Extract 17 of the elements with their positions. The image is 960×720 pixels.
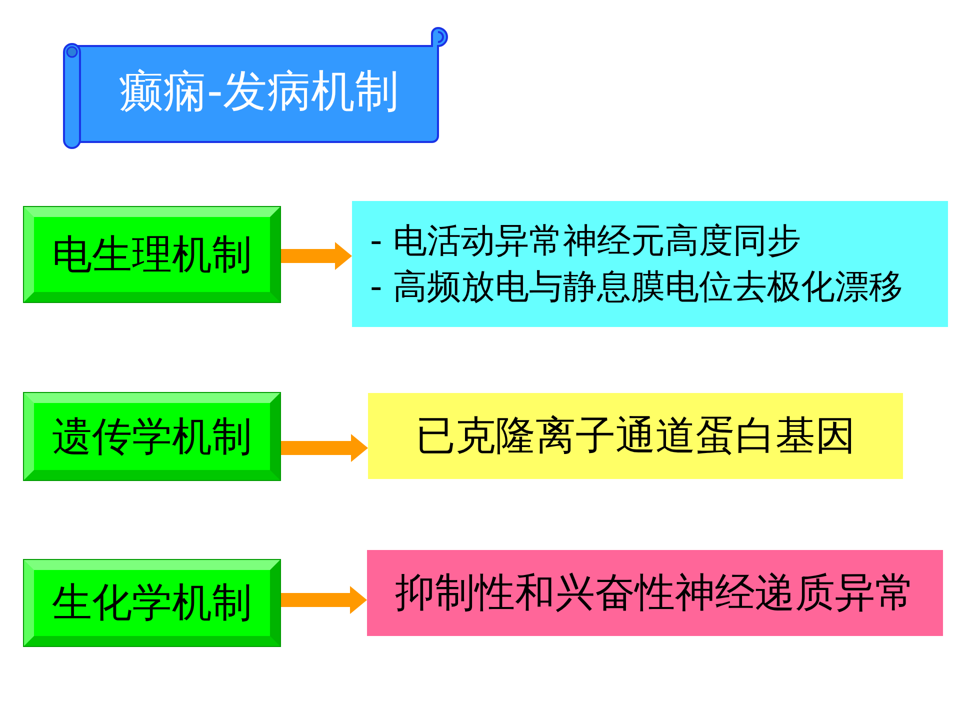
title-text: 癫痫-发病机制 — [118, 66, 400, 118]
beveled-box — [24, 560, 280, 646]
description-panel — [368, 393, 903, 479]
description-text: 抑制性和兴奋性神经递质异常 — [395, 569, 915, 618]
description-text: - 高频放电与静息膜电位去极化漂移 — [370, 266, 904, 309]
beveled-box — [24, 207, 280, 302]
mechanism-label: 电生理机制 — [52, 230, 252, 280]
description-text: - 电活动异常神经元高度同步 — [370, 220, 802, 263]
arrow — [280, 242, 352, 270]
mechanism-label: 生化学机制 — [52, 579, 252, 628]
beveled-box — [24, 393, 280, 480]
arrow — [280, 586, 367, 614]
arrow — [280, 434, 368, 462]
description-panel — [367, 550, 943, 636]
description-panel — [352, 201, 948, 327]
description-text: 已克隆离子通道蛋白基因 — [416, 412, 856, 461]
mechanism-label: 遗传学机制 — [52, 412, 252, 462]
